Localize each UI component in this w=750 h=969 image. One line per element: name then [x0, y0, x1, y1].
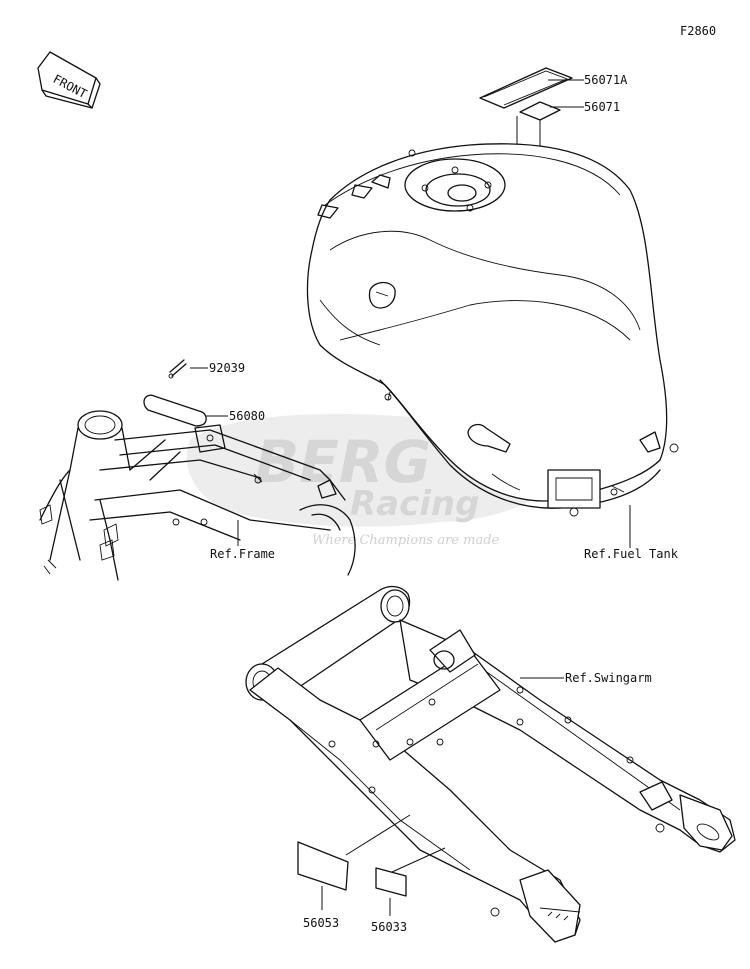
part-label-56080: 56080	[229, 409, 265, 423]
swingarm	[245, 585, 736, 943]
fuel-tank	[306, 143, 679, 517]
front-arrow-icon: FRONT	[37, 51, 101, 109]
frame	[39, 410, 356, 581]
part-label-92039: 92039	[209, 361, 245, 375]
part-label-56033: 56033	[371, 920, 407, 934]
plate-56080	[143, 394, 207, 427]
leader-56053-swingarm	[345, 814, 411, 856]
decal-56053	[297, 841, 349, 891]
part-label-56053: 56053	[303, 916, 339, 930]
leader-56033-swingarm	[391, 847, 446, 873]
decal-56071	[519, 101, 561, 121]
ref-label-frame: Ref.Frame	[210, 547, 275, 561]
watermark-subbrand: Racing	[350, 484, 479, 524]
part-label-56071: 56071	[584, 100, 620, 114]
clip-92039	[168, 359, 187, 379]
watermark-tagline: Where Champions are made	[312, 533, 500, 548]
figure-code: F2860	[680, 24, 716, 38]
ref-label-swingarm: Ref.Swingarm	[565, 671, 652, 685]
decal-56071a	[479, 67, 573, 109]
decal-56033	[375, 867, 407, 897]
part-label-56071a: 56071A	[584, 73, 628, 87]
watermark-brand: BERG	[255, 428, 431, 496]
ref-label-fuel-tank: Ref.Fuel Tank	[584, 547, 679, 561]
